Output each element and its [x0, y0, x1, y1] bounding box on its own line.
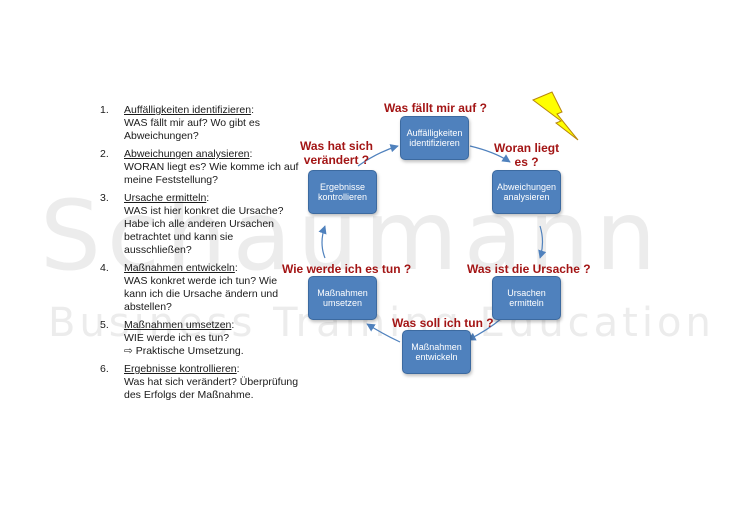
box-massnahmen-entwickeln: Maßnahmen entwickeln — [402, 330, 471, 374]
step-desc: WAS fällt mir auf? Wo gibt es Abweichung… — [124, 117, 260, 142]
step-title: Ergebnisse kontrollieren — [124, 363, 237, 375]
step-title: Ursache ermitteln — [124, 192, 207, 204]
step-number: 1. — [100, 104, 109, 116]
step-desc: WIE werde ich es tun? ⇨ Praktische Umset… — [124, 332, 244, 357]
question-was-faellt: Was fällt mir auf ? — [384, 101, 487, 115]
arrow-connector — [469, 145, 511, 163]
question-ursache: Was ist die Ursache ? — [467, 262, 591, 276]
lightning-bolt-icon — [532, 91, 579, 141]
steps-list: 1. Auffälligkeiten identifizieren:WAS fä… — [100, 104, 300, 407]
step-number: 4. — [100, 262, 109, 274]
step-title: Maßnahmen umsetzen — [124, 319, 232, 331]
arrow-connector — [357, 144, 399, 167]
box-ergebnisse: Ergebnisse kontrollieren — [308, 170, 377, 214]
step-desc: WORAN liegt es? Wie komme ich auf meine … — [124, 161, 299, 186]
step-item: 4. Maßnahmen entwickeln:WAS konkret werd… — [100, 262, 300, 314]
step-desc: WAS ist hier konkret die Ursache? Habe i… — [124, 205, 284, 256]
step-number: 6. — [100, 363, 109, 375]
question-wie-werde: Wie werde ich es tun ? — [282, 262, 412, 276]
box-auffaelligkeiten: Auffälligkeiten identifizieren — [400, 116, 469, 160]
arrow-connector — [366, 323, 401, 343]
step-item: 3. Ursache ermitteln:WAS ist hier konkre… — [100, 192, 300, 257]
box-ursachen: Ursachen ermitteln — [492, 276, 561, 320]
step-item: 6. Ergebnisse kontrollieren:Was hat sich… — [100, 363, 299, 401]
question-was-soll: Was soll ich tun ? — [392, 316, 494, 330]
step-item: 2. Abweichungen analysieren:WORAN liegt … — [100, 148, 299, 186]
question-woran: Woran liegt es ? — [494, 141, 560, 169]
step-number: 3. — [100, 192, 109, 204]
question-veraendert: Was hat sich verändert ? — [300, 139, 373, 167]
box-abweichungen: Abweichungen analysieren — [492, 170, 561, 214]
box-massnahmen-umsetzen: Maßnahmen umsetzen — [308, 276, 377, 320]
arrow-connector — [318, 225, 327, 259]
step-number: 2. — [100, 148, 109, 160]
step-item: 1. Auffälligkeiten identifizieren:WAS fä… — [100, 104, 300, 143]
step-title: Abweichungen analysieren — [124, 148, 250, 160]
step-title: Maßnahmen entwickeln — [124, 262, 235, 274]
step-desc: Was hat sich verändert? Überprüfung des … — [124, 376, 299, 401]
arrow-connector — [538, 225, 547, 259]
step-desc: WAS konkret werde ich tun? Wie kann ich … — [124, 275, 279, 313]
step-item: 5. Maßnahmen umsetzen:WIE werde ich es t… — [100, 319, 300, 358]
step-number: 5. — [100, 319, 109, 331]
step-title: Auffälligkeiten identifizieren — [124, 104, 252, 116]
